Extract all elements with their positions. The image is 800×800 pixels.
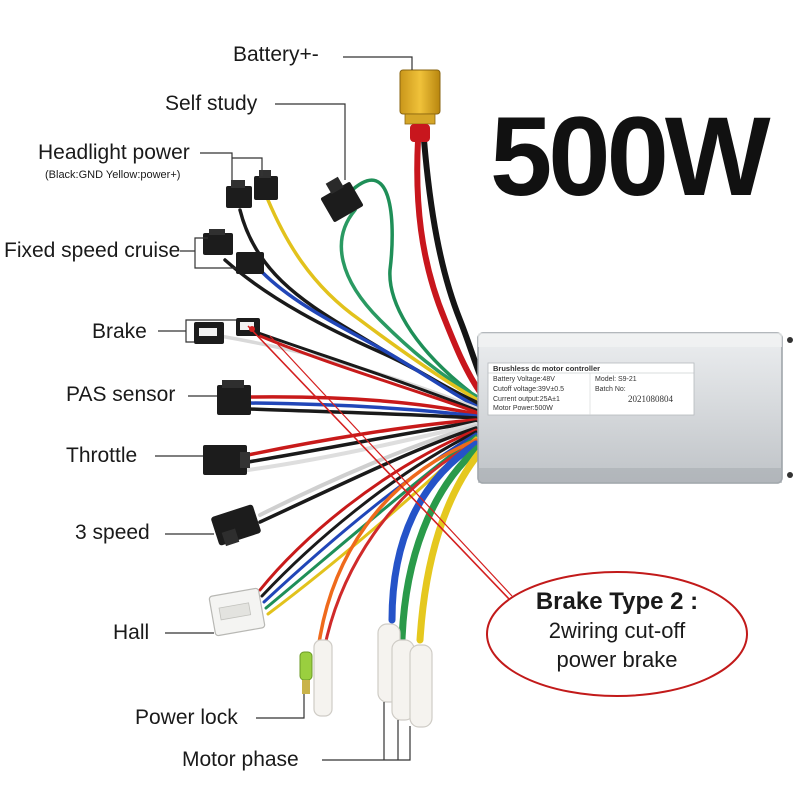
power-lock-connector	[299, 639, 333, 717]
callout-line-2: power brake	[556, 647, 678, 672]
leader-lines	[155, 56, 413, 761]
label-headlight-note: (Black:GND Yellow:power+)	[45, 169, 181, 181]
hall-connector	[208, 587, 266, 637]
nameplate-model: Model: S9-21	[595, 376, 637, 383]
hall-wire-red	[258, 428, 478, 592]
nameplate-label	[487, 362, 695, 416]
throttle-wire-red	[246, 418, 478, 457]
battery-wire-black	[421, 137, 487, 389]
speed-wire-black	[258, 426, 478, 524]
leader-brake	[158, 319, 236, 343]
phase-wire-green	[398, 444, 482, 644]
phase-wire-yellow	[416, 448, 484, 644]
callout-ellipse	[486, 571, 748, 697]
label-battery: Battery+-	[233, 43, 319, 66]
label-headlight-power: Headlight power	[38, 141, 190, 164]
power-lock-wire-orange	[316, 438, 478, 652]
throttle-connector	[203, 445, 250, 475]
leader-cruise	[180, 237, 236, 269]
connectors	[194, 69, 441, 728]
self-study-connector	[321, 176, 363, 222]
nameplate-motor-power: Motor Power:500W	[493, 405, 553, 412]
pas-connector	[217, 380, 251, 415]
headlight-wire-yellow	[266, 198, 478, 401]
throttle-wire-white	[246, 422, 478, 472]
controller-box	[477, 332, 793, 484]
nameplate-battery-voltage: Battery Voltage:48V	[493, 376, 555, 383]
label-motor-phase: Motor phase	[182, 748, 299, 771]
pas-wire-black	[248, 407, 478, 420]
label-brake: Brake	[92, 320, 147, 343]
cruise-connector-b	[236, 252, 264, 274]
wire-bundle	[218, 137, 487, 652]
brake-connector-a	[194, 322, 224, 344]
nameplate-batch-number: 2021080804	[628, 394, 673, 404]
phase-wire-blue	[388, 440, 480, 624]
label-throttle: Throttle	[66, 444, 138, 467]
battery-connector	[399, 69, 441, 142]
nameplate-batch-label: Batch No:	[595, 386, 626, 393]
brake-type-callout: Brake Type 2 : 2wiring cut-off power bra…	[484, 568, 750, 700]
throttle-wire-black	[246, 420, 478, 464]
hall-wire-black	[260, 430, 478, 598]
headlight-connector-a	[226, 180, 252, 208]
brake-wire-red	[258, 334, 478, 414]
battery-wire-red	[414, 137, 483, 395]
pas-wire-blue	[248, 401, 478, 418]
label-pas-sensor: PAS sensor	[66, 383, 176, 406]
nameplate-current-output: Current output:25A±1	[493, 396, 560, 403]
brake-pointer	[247, 325, 513, 601]
leader-headlight	[200, 152, 263, 186]
cruise-wire-blue	[260, 270, 478, 408]
label-self-study: Self study	[165, 92, 258, 115]
pas-wire-red	[248, 395, 478, 416]
label-fixed-speed-cruise: Fixed speed cruise	[4, 239, 181, 262]
nameplate-cutoff-voltage: Cutoff voltage:39V±0.5	[493, 386, 565, 393]
leader-motor-phase	[322, 702, 411, 761]
self-study-wire-green	[348, 178, 472, 394]
headlight-connector-b	[254, 170, 278, 200]
nameplate-heading: Brushless dc motor controller	[493, 364, 601, 373]
callout-line-1: 2wiring cut-off	[548, 618, 686, 643]
leader-power-lock	[256, 694, 305, 719]
brake-wire-black	[248, 328, 478, 412]
self-study-wire-green2	[339, 208, 478, 398]
three-speed-connector	[211, 504, 261, 547]
label-hall: Hall	[113, 621, 150, 644]
leader-battery	[343, 56, 413, 70]
callout-title: Brake Type 2 :	[535, 588, 699, 615]
label-power-lock: Power lock	[135, 706, 238, 729]
cruise-connector-a	[203, 229, 233, 255]
motor-phase-connectors	[377, 623, 433, 728]
label-three-speed: 3 speed	[75, 521, 150, 544]
speed-wire-grey	[258, 424, 478, 517]
leader-self-study	[275, 103, 346, 180]
power-lock-wire-red	[322, 440, 478, 652]
power-rating: 500W	[490, 94, 771, 219]
